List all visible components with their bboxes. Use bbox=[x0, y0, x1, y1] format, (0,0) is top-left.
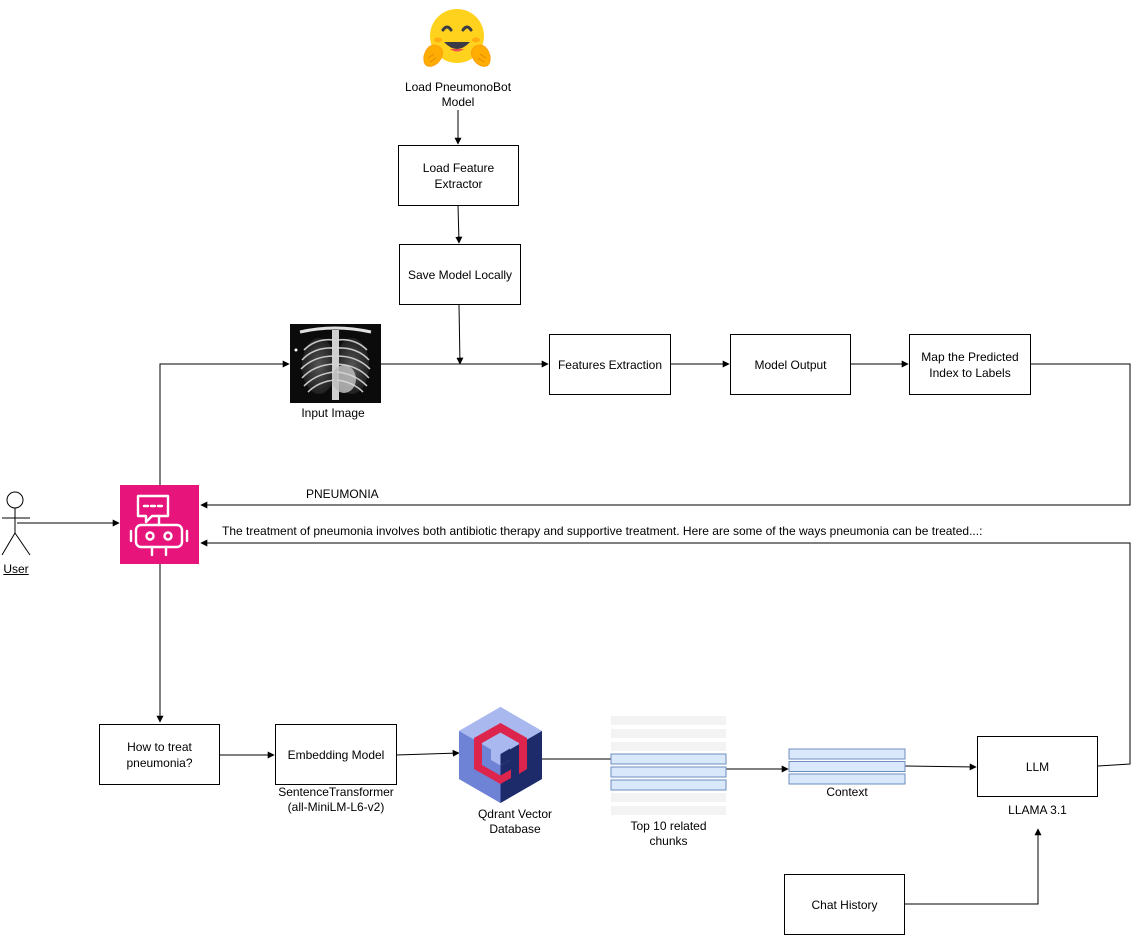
edge-feature-extractor-to-save bbox=[455, 204, 463, 244]
edge-save-to-pipeline bbox=[456, 304, 464, 365]
edge-map-to-bot bbox=[200, 363, 1131, 509]
llm-caption: LLAMA 3.1 bbox=[1008, 803, 1067, 817]
embedding-model-box: Embedding Model bbox=[275, 724, 397, 785]
hugging-face-icon bbox=[423, 9, 491, 67]
model-output-box: Model Output bbox=[730, 334, 851, 395]
edge-llm-to-bot bbox=[200, 539, 1131, 767]
edge-chat-history-to-llm bbox=[905, 828, 1042, 905]
load-feature-extractor-box: Load Feature Extractor bbox=[398, 145, 519, 206]
chatbot-icon bbox=[120, 485, 199, 564]
user-icon bbox=[1, 491, 31, 556]
chunks-caption: Top 10 related chunks bbox=[630, 819, 707, 848]
hub-caption: Load PneumonoBot Model bbox=[404, 80, 512, 109]
llm-box: LLM bbox=[977, 736, 1098, 797]
chat-history-box: Chat History bbox=[784, 874, 905, 935]
prediction-response: PNEUMONIA bbox=[306, 487, 379, 501]
xray-image bbox=[290, 324, 381, 403]
treatment-response: The treatment of pneumonia involves both… bbox=[222, 524, 983, 538]
save-model-locally-box: Save Model Locally bbox=[399, 244, 521, 305]
embedding-caption: SentenceTransformer (all-MiniLM-L6-v2) bbox=[278, 785, 394, 814]
edge-context-to-llm bbox=[904, 763, 977, 771]
context-stack-icon bbox=[788, 748, 906, 785]
edge-embedding-to-qdrant bbox=[395, 749, 460, 757]
input-image-caption: Input Image bbox=[301, 406, 365, 420]
chunks-stack-icon bbox=[610, 716, 727, 815]
map-labels-box: Map the Predicted Index to Labels bbox=[909, 334, 1031, 395]
user-question-box: How to treat pneumonia? bbox=[99, 724, 220, 785]
context-caption: Context bbox=[826, 785, 868, 799]
qdrant-logo-icon bbox=[459, 707, 542, 803]
user-label: User bbox=[3, 562, 29, 576]
features-extraction-box: Features Extraction bbox=[549, 334, 671, 395]
edge-bot-to-image bbox=[159, 360, 290, 485]
qdrant-caption: Qdrant Vector Database bbox=[477, 807, 553, 836]
